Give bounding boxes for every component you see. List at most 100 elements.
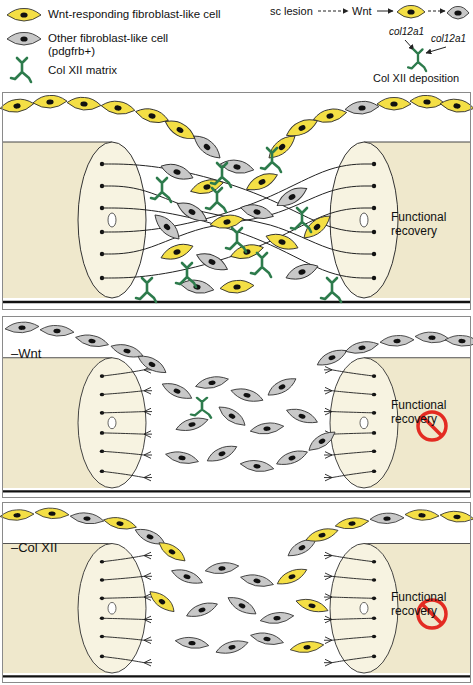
cell-nucleus	[298, 413, 307, 419]
cord-outline	[2, 142, 471, 143]
cell-body	[162, 116, 198, 144]
cell-nucleus	[326, 113, 334, 120]
cell-nucleus	[168, 548, 177, 555]
cell-body	[7, 8, 41, 21]
wnt-responding-cell	[294, 596, 330, 615]
wnt-responding-cell	[159, 240, 195, 263]
cell-nucleus	[178, 455, 186, 461]
schematic-arrow	[428, 11, 445, 12]
cell-body	[100, 99, 135, 116]
axon-growth-cone	[144, 408, 152, 415]
cell-body	[239, 458, 275, 473]
cell-nucleus	[253, 209, 261, 216]
central-canal	[108, 602, 116, 614]
cell-body	[35, 507, 70, 520]
outcome-label: Functional recovery	[391, 591, 466, 619]
cell-body	[405, 509, 440, 521]
cell-nucleus	[20, 36, 27, 41]
retracted-axon	[102, 412, 144, 413]
fibroblast-cell	[74, 332, 110, 349]
wnt-responding-cell	[162, 116, 198, 144]
cell-nucleus	[303, 645, 311, 650]
cell-body	[69, 511, 105, 526]
axon-growth-cone	[144, 637, 152, 644]
regenerating-axon	[102, 186, 374, 254]
cell-nucleus	[188, 641, 196, 646]
col-xii-matrix	[151, 178, 171, 202]
fibroblast-cell	[204, 442, 240, 465]
panel: –Col XIIFunctional recovery	[2, 502, 471, 683]
cell-nucleus	[13, 103, 21, 109]
regenerating-axon	[102, 208, 374, 278]
cell-nucleus	[123, 348, 132, 354]
cord-cut-face	[78, 358, 146, 488]
axon-soma	[372, 230, 376, 234]
cell-nucleus	[454, 10, 461, 15]
fibroblast-cell	[259, 610, 295, 625]
retracted-axon	[332, 637, 374, 641]
cell-nucleus	[218, 566, 226, 571]
wnt-responding-cell	[102, 515, 138, 532]
retracted-axon	[102, 618, 144, 619]
cord-cut-face	[330, 358, 398, 488]
cell-body	[344, 100, 379, 115]
cell-body	[379, 334, 414, 347]
cell-body	[194, 374, 230, 391]
cell-nucleus	[203, 143, 212, 152]
cell-nucleus	[233, 164, 241, 170]
cell-nucleus	[453, 514, 461, 519]
fibroblast-cell	[249, 630, 285, 647]
fibroblast-cell	[305, 428, 339, 454]
cell-body	[174, 198, 210, 226]
central-canal	[108, 417, 116, 429]
cell-nucleus	[253, 464, 261, 469]
cell-nucleus	[318, 438, 327, 445]
cell-nucleus	[298, 268, 307, 275]
cell-nucleus	[223, 219, 231, 225]
cell-nucleus	[288, 193, 297, 201]
fibroblast-cell	[204, 561, 240, 576]
axon-soma	[372, 252, 376, 256]
cell-body	[377, 97, 411, 110]
fibroblast-cell	[215, 403, 249, 429]
fibroblast-cell	[370, 512, 405, 524]
cell-body	[305, 428, 339, 454]
axon-growth-cone	[144, 573, 152, 580]
cell-body	[289, 640, 325, 655]
schematic-label: Wnt	[352, 5, 372, 18]
retracted-axon	[102, 637, 144, 641]
cell-body	[74, 332, 110, 349]
wnt-responding-cell	[274, 565, 310, 588]
wnt-responding-cell	[397, 5, 425, 18]
wnt-responding-cell	[134, 105, 170, 126]
cell-nucleus	[148, 361, 157, 368]
central-canal	[360, 417, 368, 429]
col-xii-matrix	[251, 253, 271, 277]
wnt-responding-cell	[304, 525, 340, 544]
cell-body	[274, 565, 310, 588]
retracted-axon	[102, 433, 144, 434]
fibroblast-cell	[284, 405, 320, 426]
wnt-responding-cell	[155, 539, 189, 565]
fibroblast-cell	[4, 321, 39, 334]
wnt-responding-cell	[264, 230, 300, 253]
cell-nucleus	[458, 339, 466, 344]
cell-body	[397, 5, 425, 18]
fibroblast-cell	[135, 352, 170, 377]
cell-nucleus	[218, 450, 227, 457]
axon-growth-cone	[324, 408, 332, 415]
axon-growth-cone	[324, 452, 332, 459]
cell-nucleus	[228, 644, 237, 650]
cell-body	[0, 97, 35, 114]
cell-nucleus	[298, 124, 307, 132]
fibroblast-cell	[344, 339, 380, 356]
cell-nucleus	[263, 636, 271, 642]
axon-growth-cone	[324, 637, 332, 644]
fibroblast-cell	[239, 572, 275, 589]
retracted-axon	[332, 370, 374, 376]
axon-growth-cone	[324, 659, 332, 666]
cell-body	[249, 421, 285, 436]
fibroblast-cell	[194, 249, 230, 275]
